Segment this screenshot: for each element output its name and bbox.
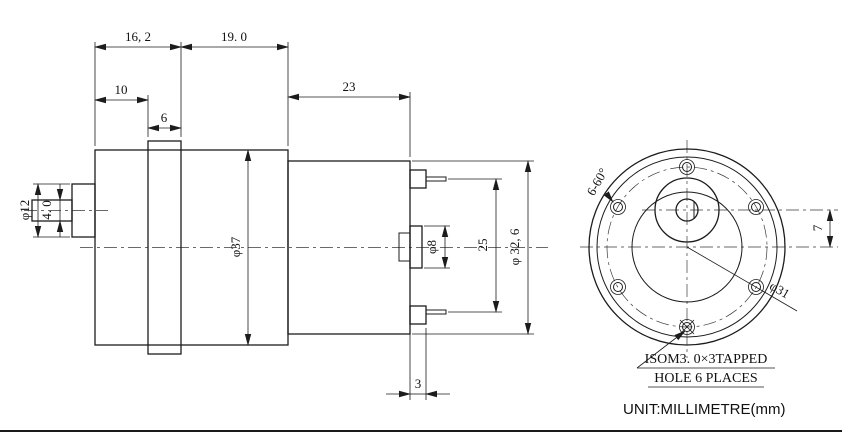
mounting-holes: [610, 159, 764, 335]
terminal-pin-top: [425, 176, 447, 182]
bearing-pocket: [398, 232, 411, 262]
front-view-centerlines: [580, 140, 838, 358]
shaft-offset-label: 7: [810, 224, 825, 231]
dim-16-2-label: 16, 2: [125, 29, 151, 44]
dim-19-0-label: 19. 0: [221, 29, 247, 44]
dim-23-label: 23: [343, 79, 356, 94]
side-view-dimensions: 16, 2 19. 0 10 6 23 φ12 4. 0 φ37 φ8 25 φ…: [17, 29, 534, 400]
flange-outer-circle: [588, 148, 786, 346]
hole-angle-leader: [603, 191, 614, 203]
dim-phi32-6-label: φ 32, 6: [507, 228, 522, 265]
dim-phi37-label: φ37: [228, 236, 243, 257]
front-view-circles: [588, 148, 786, 346]
terminal-pin-bottom: [425, 309, 447, 315]
shaft-boss-circle: [654, 177, 720, 243]
shaft-circle: [675, 198, 699, 222]
dim-25-label: 25: [475, 239, 490, 252]
case-circle: [596, 156, 778, 338]
dim-4-0-label: 4. 0: [39, 200, 54, 220]
unit-note: UNIT:MILLIMETRE(mm): [623, 401, 786, 418]
case-step-circle: [631, 191, 743, 303]
brush-cap-top: [409, 169, 427, 189]
bolt-circle-leader: [686, 246, 798, 312]
side-view-outline: [31, 140, 447, 355]
mounting-flange: [147, 140, 182, 355]
side-view: 16, 2 19. 0 10 6 23 φ12 4. 0 φ37 φ8 25 φ…: [17, 29, 548, 400]
output-shaft: [31, 199, 73, 222]
tapped-hole-note-line1: ISOM3. 0×3TAPPED: [645, 352, 768, 367]
side-view-centerlines: [24, 210, 548, 248]
front-view: 7 φ31 6-60° ISOM3. 0×3TAPPED HOLE 6 PLAC…: [580, 140, 838, 388]
hole-angle-label: 6-60°: [583, 165, 611, 198]
tapped-hole-leader: [636, 330, 686, 369]
dim-6-label: 6: [161, 110, 168, 125]
rear-boss: [409, 225, 423, 269]
front-view-dimensions: 7 φ31 6-60° ISOM3. 0×3TAPPED HOLE 6 PLAC…: [583, 165, 834, 388]
brush-cap-bottom: [409, 305, 427, 325]
dim-10-label: 10: [115, 82, 128, 97]
dim-3-label: 3: [415, 376, 422, 391]
dim-phi8-label: φ8: [424, 240, 439, 254]
tapped-hole-note-line2: HOLE 6 PLACES: [654, 371, 757, 386]
dim-phi12-label: φ12: [17, 200, 32, 221]
